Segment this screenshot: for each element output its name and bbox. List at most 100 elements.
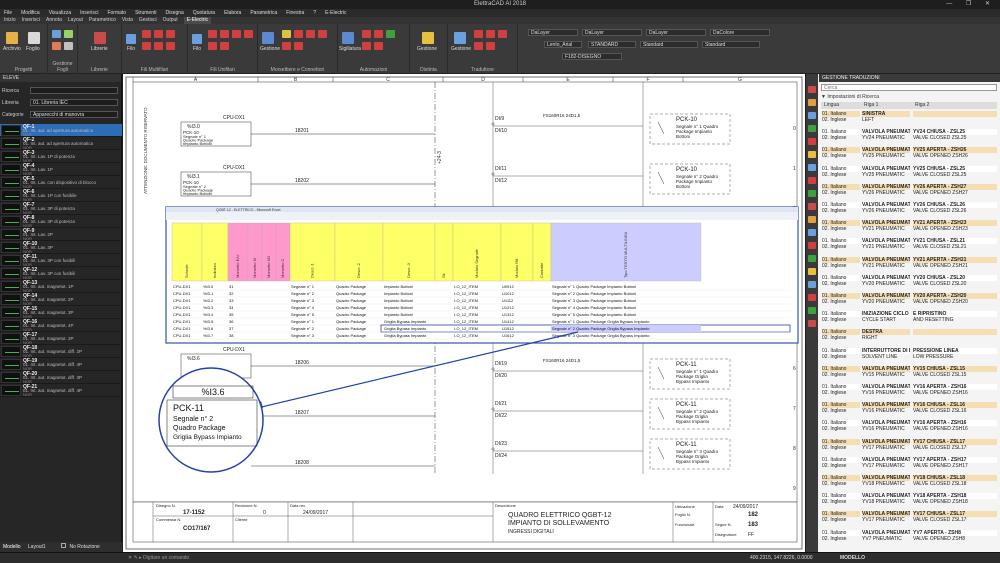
library-icon[interactable]	[94, 32, 106, 44]
menu-item[interactable]: Inserisci	[80, 10, 99, 16]
menu-item[interactable]: ?	[313, 10, 317, 16]
gestione-button[interactable]: Gestione	[260, 46, 281, 52]
terminal-tool-1-icon[interactable]	[282, 30, 291, 38]
io-block[interactable]: 18207	[251, 410, 435, 417]
trans-tool-3-icon[interactable]	[498, 30, 507, 38]
search-options[interactable]: ▼ Impostazioni di Ricerca	[821, 94, 879, 100]
auto-tool-4-icon[interactable]	[362, 42, 371, 50]
dim-style-dropdown[interactable]: Standard	[640, 41, 698, 48]
sheet-manage-icon[interactable]	[52, 30, 61, 38]
layer-dropdown[interactable]: DaLayer	[528, 29, 578, 36]
archive-icon[interactable]	[6, 32, 18, 44]
category-dropdown[interactable]: Apparecchi di manovra	[30, 111, 118, 118]
archivio-button[interactable]: Archivio	[3, 46, 21, 52]
wire-tool-3-icon[interactable]	[166, 30, 175, 38]
riga1-cell[interactable]: VALVOLA PNEUMATICAYV24 PNEUMATIC	[862, 129, 910, 141]
linetype-dropdown[interactable]: DaLayer	[582, 29, 642, 36]
ribbon-tab[interactable]: Gestisci	[138, 17, 157, 23]
current-layer-dropdown[interactable]: F182-DISEGNO	[562, 53, 622, 60]
wire-tool-6-icon[interactable]	[166, 42, 175, 50]
header-cell[interactable]	[289, 222, 336, 282]
ribbon-tab[interactable]: Inizio	[4, 17, 16, 23]
sheet-delete-icon[interactable]	[52, 42, 61, 50]
table-style-dropdown[interactable]: Standard	[702, 41, 760, 48]
terminal-tool-4-icon[interactable]	[318, 30, 327, 38]
trans-tool-4-icon[interactable]	[474, 42, 483, 50]
header-cell[interactable]	[452, 222, 502, 282]
text-style-dropdown[interactable]: STANDARD	[588, 41, 636, 48]
wire-icon[interactable]	[126, 34, 136, 44]
tool-icon[interactable]	[808, 138, 816, 145]
tool-icon[interactable]	[808, 229, 816, 236]
spreadsheet-window[interactable]: QGBT-12 - ELETTRICO - Microsoft ExcelSch…	[165, 206, 799, 344]
riga1-cell[interactable]: VALVOLA PNEUMATICAYV20 PNEUMATIC	[862, 274, 910, 287]
trans-tool-2-icon[interactable]	[486, 30, 495, 38]
ribbon-tab[interactable]: Parametrico	[88, 17, 116, 23]
menu-item[interactable]: E-Electric	[325, 10, 347, 16]
tool-icon[interactable]	[808, 164, 816, 171]
ribbon-tab[interactable]: Output	[162, 17, 178, 23]
riga1-cell[interactable]: VALVOLA PNEUMATICAYV25 PNEUMATIC	[862, 147, 910, 159]
tab-layout1[interactable]: Layout1	[27, 544, 46, 550]
tool-icon[interactable]	[808, 294, 816, 301]
auto-tool-5-icon[interactable]	[374, 42, 383, 50]
terminal-tool-5-icon[interactable]	[282, 42, 291, 50]
auto-tool-3-icon[interactable]	[386, 30, 395, 38]
trans-tool-1-icon[interactable]	[474, 30, 483, 38]
menu-item[interactable]: Visualizza	[48, 10, 72, 16]
tool-icon[interactable]	[808, 125, 816, 132]
tool-icon[interactable]	[808, 307, 816, 314]
terminal-manage-icon[interactable]	[262, 32, 274, 44]
riga1-cell[interactable]: VALVOLA PNEUMATICAYV25 PNEUMATIC	[862, 165, 910, 178]
auto-tool-2-icon[interactable]	[374, 30, 383, 38]
tool-icon[interactable]	[808, 177, 816, 184]
uni-tool-4-icon[interactable]	[244, 30, 253, 38]
tool-icon[interactable]	[808, 255, 816, 262]
riga1-cell[interactable]: VALVOLA PNEUMATICAYV17 PNEUMATIC	[862, 511, 910, 523]
tool-icon[interactable]	[808, 151, 816, 158]
foglio-button[interactable]: Foglio	[26, 46, 40, 52]
color-dropdown[interactable]: DaColore	[710, 29, 770, 36]
ribbon-tab[interactable]: Vista	[121, 17, 133, 23]
ribbon-tab[interactable]: Annota	[46, 17, 62, 23]
header-cell[interactable]	[334, 222, 384, 282]
seal-icon[interactable]	[342, 32, 354, 44]
riga1-cell[interactable]: VALVOLA PNEUMATICAYV16 PNEUMATIC	[862, 384, 910, 396]
menu-item[interactable]: Formato	[107, 10, 127, 16]
filo-uni-button[interactable]: Filo	[193, 46, 202, 52]
library-dropdown[interactable]: 01. Libreria IEC	[30, 99, 118, 106]
checkbox-icon[interactable]	[61, 543, 67, 548]
menu-item[interactable]: Modifica	[21, 10, 40, 16]
